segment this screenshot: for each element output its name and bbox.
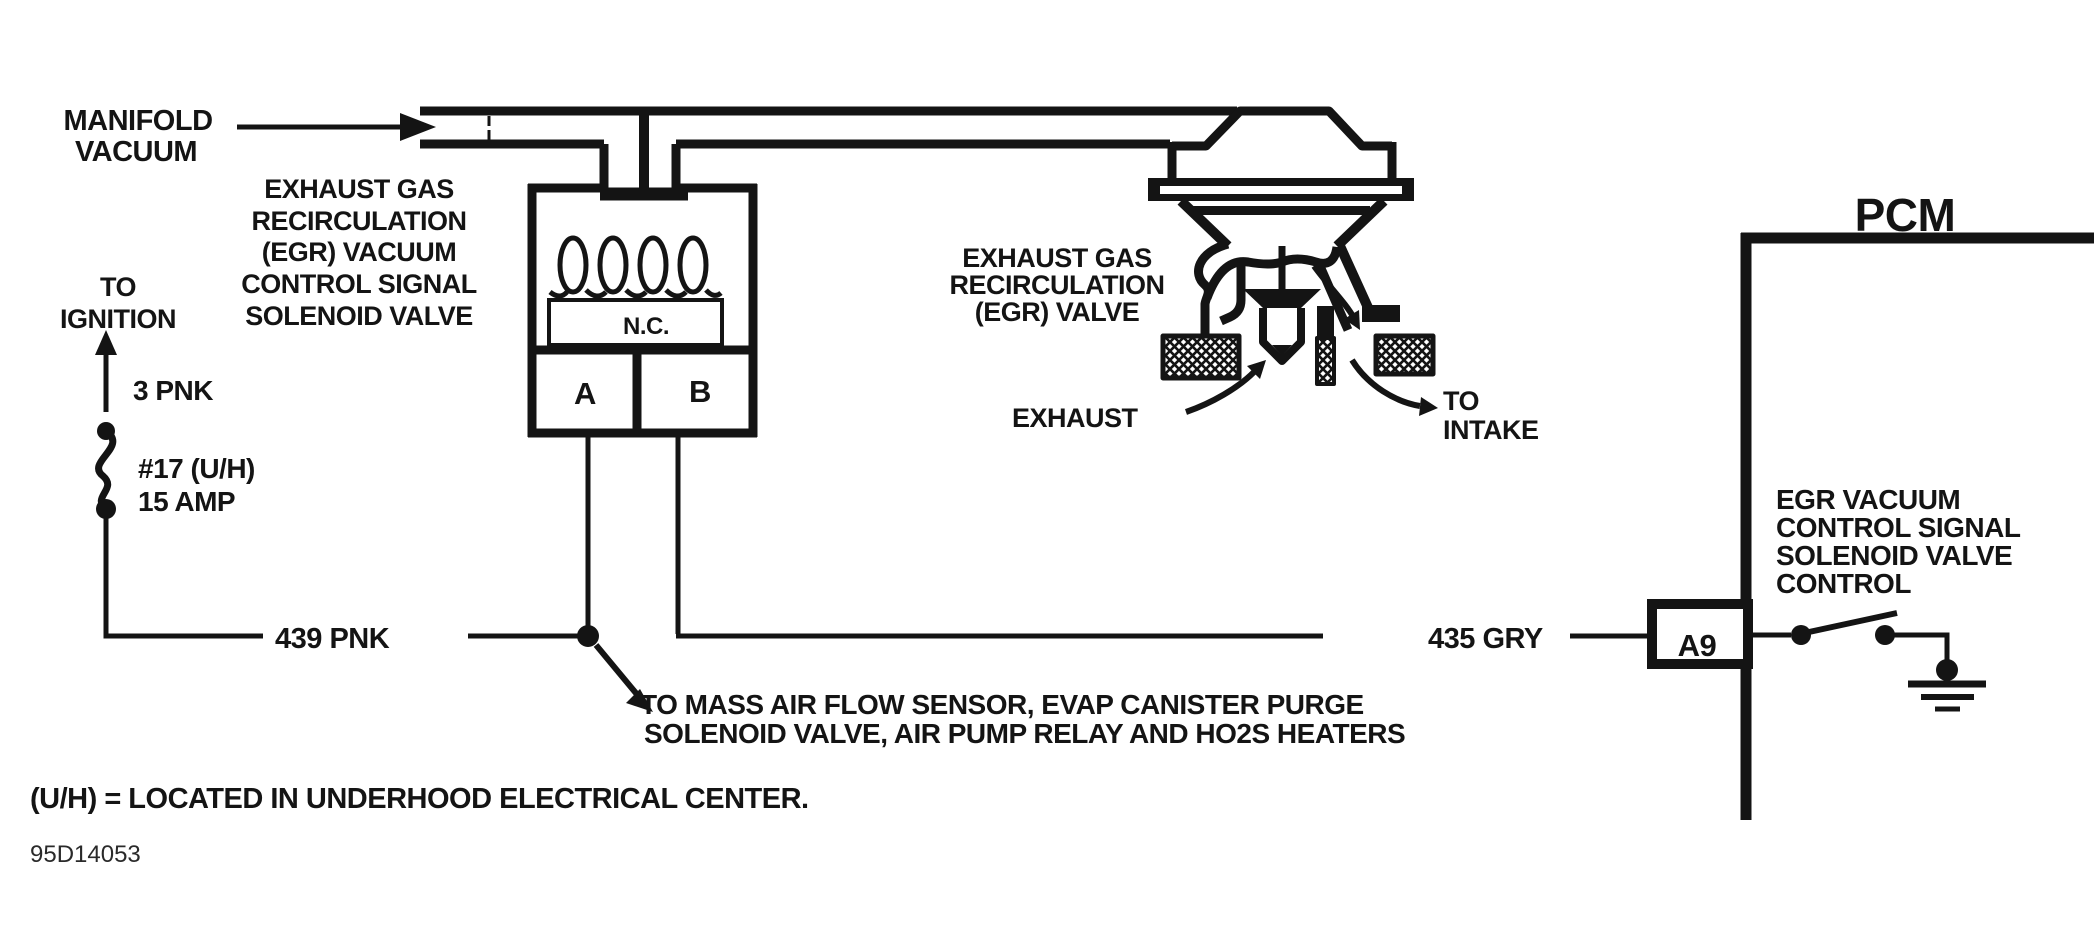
solenoid-name: CONTROL SIGNAL (241, 269, 477, 299)
branch-note: SOLENOID VALVE, AIR PUMP RELAY AND HO2S … (644, 718, 1405, 749)
solenoid-nc-label: N.C. (623, 313, 669, 340)
fuse-element-icon (95, 428, 117, 512)
terminal-b-label: B (689, 374, 711, 409)
exhaust-flow-arrowhead-icon (1247, 360, 1266, 379)
fuse-rating-label: 15 AMP (138, 486, 235, 517)
to-intake-label: INTAKE (1443, 415, 1539, 445)
pcm-function-label: EGR VACUUM (1776, 484, 1960, 515)
to-ignition-label: IGNITION (60, 304, 176, 334)
footnote-uh: (U/H) = LOCATED IN UNDERHOOD ELECTRICAL … (30, 783, 809, 815)
intake-flow-arrow (1311, 264, 1357, 320)
pcm-function-label: CONTROL SIGNAL (1776, 512, 2021, 543)
wire-439-left-segment (103, 509, 263, 639)
pcm-function-label: CONTROL (1776, 568, 1911, 599)
switch-contact-left (1791, 625, 1811, 645)
to-intake-label: TO (1443, 386, 1479, 416)
splice-junction-dot (577, 625, 599, 647)
ignition-arrowhead-icon (95, 330, 117, 355)
solenoid-coil-icon (548, 235, 723, 299)
intake-flow-arrowhead-icon (1344, 310, 1360, 330)
manifold-vacuum-arrowhead-icon (400, 113, 436, 141)
wire-3pnk-label: 3 PNK (133, 375, 213, 406)
to-ignition-label: TO (100, 272, 136, 302)
egr-valve-name: (EGR) VALVE (975, 297, 1140, 327)
wire-439-label: 439 PNK (275, 623, 390, 655)
manifold-vacuum-label: VACUUM (75, 136, 197, 168)
egr-valve-name: EXHAUST GAS (962, 243, 1152, 273)
intake-port-casting (1373, 333, 1436, 377)
solenoid-nc-plate (547, 298, 724, 347)
solenoid-name: (EGR) VACUUM (262, 237, 456, 267)
solenoid-name: RECIRCULATION (252, 206, 467, 236)
branch-note: TO MASS AIR FLOW SENSOR, EVAP CANISTER P… (640, 689, 1364, 720)
fuse-id-label: #17 (U/H) (138, 453, 255, 484)
branch-arrow (593, 643, 643, 700)
exhaust-label: EXHAUST (1012, 403, 1139, 433)
solenoid-name: EXHAUST GAS (264, 174, 454, 204)
ground-icon (1908, 680, 1986, 712)
document-number: 95D14053 (30, 841, 141, 868)
ground-node-dot (1936, 659, 1958, 681)
branch-arrowhead-icon (626, 689, 653, 712)
switch-blade (1808, 610, 1898, 635)
exhaust-flow-arrow (1185, 369, 1257, 415)
exhaust-port-casting (1160, 333, 1242, 381)
manifold-vacuum-label: MANIFOLD (63, 105, 212, 137)
pcm-internal-wire-2 (1893, 632, 1950, 661)
pcm-title: PCM (1855, 189, 1956, 241)
to-intake-arrowhead-icon (1419, 397, 1438, 416)
solenoid-name: SOLENOID VALVE (245, 301, 473, 331)
pcm-function-label: SOLENOID VALVE (1776, 540, 2012, 571)
to-intake-arrow (1349, 358, 1421, 409)
pcm-pin-a9-label: A9 (1678, 628, 1717, 663)
terminal-a-label: A (574, 376, 596, 411)
wire-435-label: 435 GRY (1428, 623, 1543, 655)
egr-valve-name: RECIRCULATION (950, 270, 1165, 300)
egr-valve-drawing (1148, 106, 1438, 416)
switch-contact-right (1875, 625, 1895, 645)
